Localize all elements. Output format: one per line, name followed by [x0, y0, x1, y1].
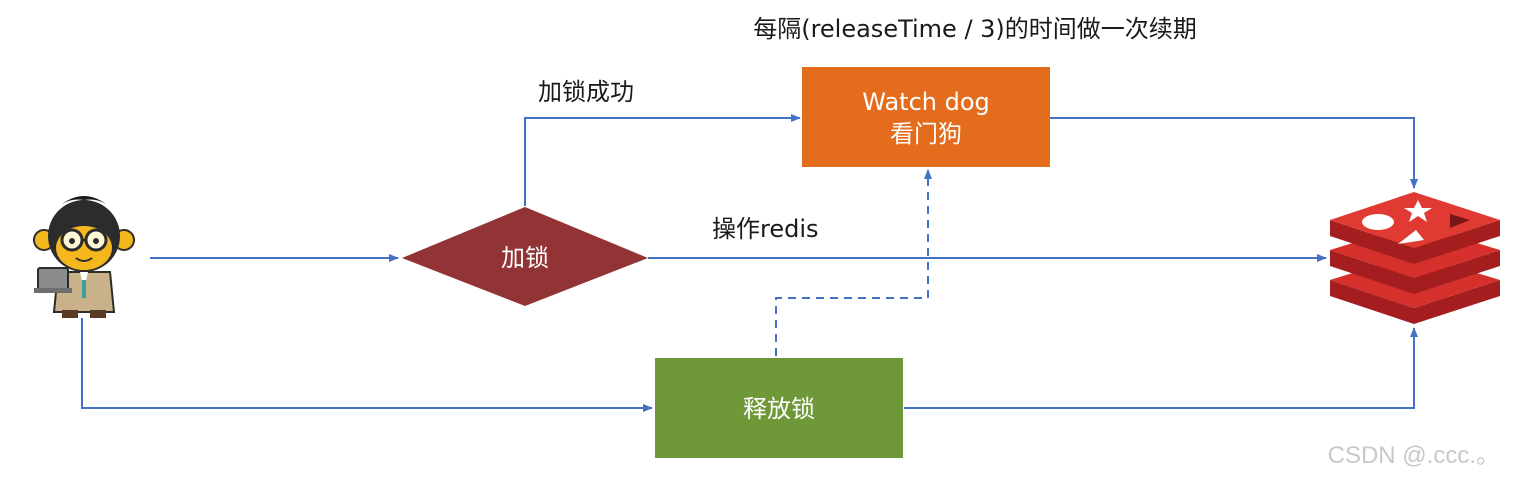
arrows	[81, 114, 1418, 412]
redis-logo-icon	[1330, 192, 1500, 324]
lock-node: 加锁	[402, 207, 648, 306]
operate-redis-label: 操作redis	[712, 215, 819, 243]
release-node: 释放锁	[655, 358, 903, 458]
release-label: 释放锁	[743, 395, 815, 423]
arrow-client-to-release	[81, 318, 653, 412]
lock-label: 加锁	[501, 244, 549, 272]
watermark: CSDN @.ccc.。	[1328, 442, 1500, 469]
watchdog-subtitle: 看门狗	[890, 120, 962, 148]
arrow-release-to-redis	[904, 327, 1418, 409]
arrow-watchdog-to-redis	[1050, 117, 1418, 189]
monkey-programmer-icon	[33, 196, 135, 318]
lock-success-label: 加锁成功	[538, 78, 634, 106]
renewal-note: 每隔(releaseTime / 3)的时间做一次续期	[753, 15, 1197, 43]
watchdog-title: Watch dog	[862, 88, 990, 116]
arrow-release-to-watchdog-dashed	[775, 169, 932, 356]
watchdog-node: Watch dog 看门狗	[802, 67, 1050, 167]
arrow-lock-to-watchdog	[524, 114, 801, 206]
